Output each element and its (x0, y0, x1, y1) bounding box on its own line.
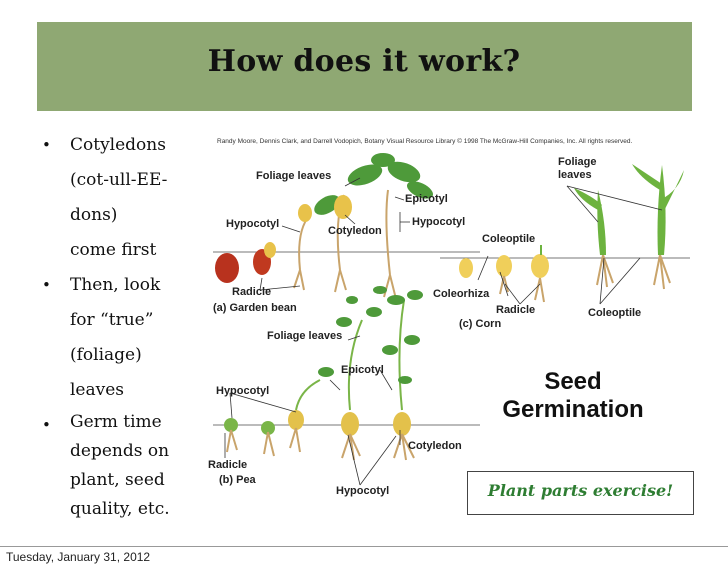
title-bar (37, 22, 692, 111)
label-radicle-pea: Radicle (208, 459, 248, 471)
label-epicotyl-bean: Epicotyl (405, 193, 448, 205)
bullet-line: for “true” (70, 310, 154, 330)
label-hypocotyl-bean-right: Hypocotyl (412, 216, 466, 228)
caption-corn: (c) Corn (459, 318, 502, 330)
label-coleoptile-corn-bottom: Coleoptile (588, 307, 642, 319)
slide-title: How does it work? (207, 44, 521, 79)
bullet-line: Then, look (70, 275, 161, 295)
caption-garden-bean: (a) Garden bean (213, 302, 297, 314)
bullet-dot-icon: • (42, 136, 51, 154)
exercise-box: Plant parts exercise! (467, 471, 694, 515)
bullet-line: Cotyledons (70, 135, 166, 155)
label-foliage-leaves-bean: Foliage leaves (256, 170, 332, 182)
slide: How does it work? • Cotyledons (cot-ull-… (37, 22, 694, 524)
exercise-label: Plant parts exercise! (487, 481, 674, 500)
footer: Tuesday, January 31, 2012 (0, 546, 728, 568)
corn-seedling-icon (499, 254, 671, 303)
bullet-line: depends on (70, 441, 170, 461)
bullet-item-cotyledons: • Cotyledons (cot-ull-EE- dons) come fir… (38, 128, 208, 268)
corn-leaf-icon (540, 164, 684, 255)
bullet-line: (cot-ull-EE- (70, 170, 168, 190)
label-hypocotyl-pea-bottom: Hypocotyl (336, 485, 390, 497)
bullet-dot-icon: • (42, 276, 51, 294)
label-foliage-leaves-pea: Foliage leaves (267, 330, 343, 342)
label-foliage-corn: Foliage (558, 156, 597, 168)
bullet-line: Germ time (70, 412, 162, 432)
seed-title-line2: Germination (502, 396, 644, 423)
bullet-line: come first (70, 240, 157, 260)
bullet-line: quality, etc. (70, 499, 170, 519)
bullet-dot-icon: • (42, 416, 51, 434)
label-coleorhiza: Coleorhiza (433, 288, 490, 300)
pea-seed-icon (224, 418, 275, 435)
bullet-item-germ-time: • Germ time depends on plant, seed quali… (38, 408, 208, 524)
label-epicotyl-pea: Epicotyl (341, 364, 384, 376)
footer-date: Tuesday, January 31, 2012 (6, 550, 151, 564)
label-coleoptile-corn-top: Coleoptile (482, 233, 536, 245)
label-radicle-corn: Radicle (496, 304, 536, 316)
label-cotyledon-pea: Cotyledon (408, 440, 462, 452)
seed-germination-illustration (213, 153, 690, 486)
label-hypocotyl-bean-left: Hypocotyl (226, 218, 280, 230)
seed-title-line1: Seed (544, 368, 602, 395)
label-cotyledon-bean: Cotyledon (328, 225, 382, 237)
pea-leaf-icon (318, 286, 423, 384)
bullet-item-true-leaves: • Then, look for “true” (foliage) leaves (38, 268, 208, 408)
bullet-line: dons) (70, 205, 118, 225)
figure-credit: Randy Moore, Dennis Clark, and Darrell V… (217, 138, 633, 145)
bullet-line: leaves (70, 380, 125, 400)
caption-pea: (b) Pea (219, 474, 256, 486)
bullet-line: (foliage) (70, 345, 142, 365)
bullet-line: plant, seed (70, 470, 165, 490)
corn-seed-icon (459, 254, 549, 278)
seed-germination-title: Seed Germination (493, 368, 653, 424)
bean-leaf-icon (314, 153, 434, 215)
label-leaves-corn: leaves (558, 169, 592, 181)
label-hypocotyl-pea-left: Hypocotyl (216, 385, 270, 397)
bullet-list: • Cotyledons (cot-ull-EE- dons) come fir… (38, 128, 208, 524)
label-radicle-bean: Radicle (232, 286, 272, 298)
pea-seedling-icon (226, 427, 415, 461)
bean-seed-icon (215, 242, 276, 283)
